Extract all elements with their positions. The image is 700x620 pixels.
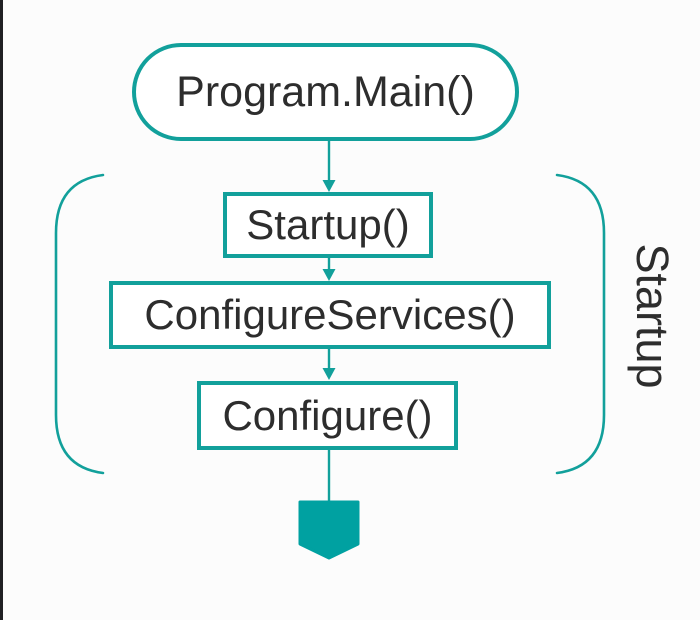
flow-arrow-main-to-startup [322,140,336,192]
arrow-down-icon [322,180,336,192]
node-configure: Configure() [197,381,458,450]
node-startup: Startup() [223,192,433,258]
continuation-pentagon-icon [298,500,360,560]
left-bracket [54,173,105,475]
node-program-main: Program.Main() [132,43,519,141]
flow-arrow-startup-to-configureservices [322,258,336,281]
node-startup-label: Startup() [246,201,410,248]
node-configure-label: Configure() [222,391,433,439]
flow-arrow-configureservices-to-configure [322,348,336,380]
arrow-down-icon [322,269,336,281]
node-configure-services: ConfigureServices() [109,281,551,349]
arrow-down-icon [322,368,336,380]
node-configure-services-label: ConfigureServices() [144,291,516,338]
group-label-startup: Startup [627,243,678,389]
left-edge-divider [0,0,3,620]
node-program-main-label: Program.Main() [176,67,475,116]
right-bracket [555,173,606,475]
